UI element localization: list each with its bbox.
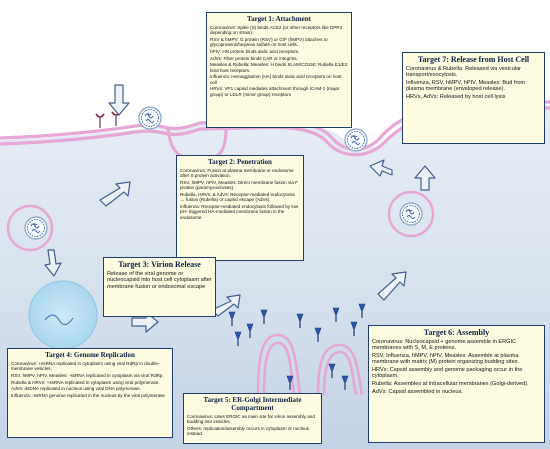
virion-release-line: Release of the viral genome or nucleocap… bbox=[107, 271, 212, 290]
attachment-line: Coronavirus: Spike (S) binds ACE2 (or ot… bbox=[210, 25, 342, 36]
virion-attaching-icon bbox=[138, 106, 162, 130]
assembly-line: HRVs: Capsid assembly and genome packagi… bbox=[372, 367, 523, 380]
golgi-membranes bbox=[256, 333, 302, 396]
replication-title: Target 4: Genome Replication bbox=[45, 351, 135, 359]
assembly-line: Coronavirus: Nucleocapsid + genome assem… bbox=[372, 339, 517, 352]
ergic-title: Target 5: ER-Golgi Intermediate Compartm… bbox=[203, 396, 302, 412]
virion-budding-icon bbox=[344, 128, 368, 152]
target-penetration-box: Target 2: Penetration Coronavirus: Fusio… bbox=[176, 155, 304, 261]
assembly-line: RSV, Influenza, hMPV, hPIV, Measles: Ass… bbox=[372, 353, 520, 366]
arrow-penetration bbox=[99, 181, 131, 207]
virion-release-title: Target 3: Virion Release bbox=[118, 260, 201, 269]
attachment-line: hPIV: HN protein binds sialic acid recep… bbox=[210, 49, 300, 54]
ergic-line: Others: replication/assembly occurs in c… bbox=[187, 426, 310, 437]
attachment-line: Measles & Rubella: Measles: H binds SLAM… bbox=[210, 62, 348, 73]
assembly-title: Target 6: Assembly bbox=[423, 328, 490, 337]
penetration-line: RSV, hMPV, hPIV, Measles: Direct membran… bbox=[180, 180, 298, 191]
release-line: HRVs, AdVs: Released by host cell lysis bbox=[406, 94, 506, 100]
release-line: Influenza, RSV, hMPV, hPIV, Measles: Bud… bbox=[406, 80, 526, 93]
arrow-budding-left bbox=[369, 159, 393, 177]
attachment-title: Target 1: Attachment bbox=[247, 15, 311, 23]
target-ergic-box: Target 5: ER-Golgi Intermediate Compartm… bbox=[183, 393, 322, 444]
arrow-to-assembly bbox=[211, 294, 241, 317]
arrow-to-nucleus bbox=[44, 249, 62, 277]
release-line: Coronavirus & Rubella: Released via vesi… bbox=[406, 66, 522, 79]
arrow-down-attachment bbox=[108, 84, 130, 116]
target-replication-box: Target 4: Genome Replication Coronavirus… bbox=[7, 348, 173, 438]
replication-line: Coronavirus: +ssRNA replicated in cytopl… bbox=[11, 361, 160, 372]
replication-line: Influenza: -ssRNA genome replicated in t… bbox=[11, 392, 165, 398]
replication-line: AdVs: dsDNA replicated in nucleus using … bbox=[11, 386, 141, 392]
arrow-release-up bbox=[414, 165, 436, 191]
replication-line: Rubella & HRVs: +ssRNA replicated in cyt… bbox=[11, 379, 160, 385]
release-title: Target 7: Release from Host Cell bbox=[417, 55, 530, 64]
penetration-line: Coronavirus: Fusion at plasma membrane o… bbox=[180, 168, 294, 179]
penetration-line: Rubella, HRVs, & AdVs: Receptor-mediated… bbox=[180, 192, 295, 203]
penetration-line: Influenza: Receptor-mediated endocytosis… bbox=[180, 204, 299, 220]
penetration-title: Target 2: Penetration bbox=[208, 158, 272, 166]
arrow-assembly-up bbox=[377, 271, 407, 301]
arrow-to-ergic bbox=[131, 311, 159, 333]
assembly-line: Rubella: Assembles at intracellular memb… bbox=[372, 381, 529, 387]
endosome bbox=[6, 204, 54, 252]
nucleus-icon bbox=[28, 280, 98, 350]
target-attachment-box: Target 1: Attachment Coronavirus: Spike … bbox=[206, 12, 352, 128]
attachment-line: AdVs: Fiber protein binds CAR or integri… bbox=[210, 55, 298, 61]
attachment-line: RSV & hMPV: G protein (RSV) or G/F (hMPV… bbox=[210, 37, 328, 48]
ergic-line: Coronavirus: Uses ERGIC as main site for… bbox=[187, 414, 315, 425]
target-assembly-box: Target 6: Assembly Coronavirus: Nucleoca… bbox=[368, 325, 545, 443]
attachment-line: Influenza: Hemagglutinin (HA) binds sial… bbox=[210, 74, 342, 85]
replication-line: RSV, hMPV, hPIV, Measles: -ssRNA replica… bbox=[11, 373, 164, 378]
assembly-line: AdVs: Capsid assembled in nucleus. bbox=[372, 388, 463, 395]
attachment-line: HRVs: VP1 capsid mediates attachment thr… bbox=[210, 86, 340, 97]
target-release-box: Target 7: Release from Host Cell Coronav… bbox=[402, 52, 545, 144]
target-virion-release-box: Target 3: Virion Release Release of the … bbox=[103, 257, 216, 317]
